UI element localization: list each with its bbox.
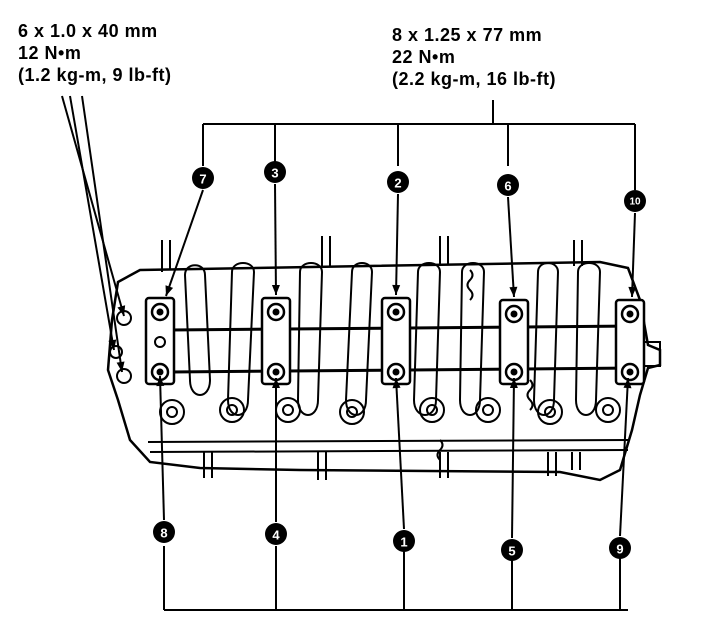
rocker-shaft-caps: [144, 296, 646, 386]
sequence-badge: 5: [501, 539, 523, 561]
large-bolt-torque: 22 N•m: [392, 47, 456, 67]
bolt-head: [386, 302, 406, 322]
leader-line: [159, 375, 165, 521]
bolt-head: [620, 304, 640, 324]
bolt-head: [154, 336, 166, 348]
arrowhead: [392, 284, 401, 295]
arrowhead: [116, 361, 125, 372]
leader-line: [631, 212, 636, 298]
arrowhead: [392, 378, 401, 389]
sequence-badge: 1: [393, 530, 415, 552]
small-bolt-size: 6 x 1.0 x 40 mm: [18, 21, 158, 41]
leader-line: [395, 193, 399, 296]
sequence-number: 8: [160, 526, 167, 541]
arrowhead: [272, 378, 280, 388]
arrowhead: [108, 339, 117, 350]
sequence-number: 5: [508, 544, 515, 559]
arrowhead: [165, 285, 174, 296]
bolt-markers: [150, 302, 640, 382]
sequence-number: 3: [271, 166, 278, 181]
sequence-badge: 8: [153, 521, 175, 543]
large-bolt-size: 8 x 1.25 x 77 mm: [392, 25, 543, 45]
bolt-head: [266, 362, 286, 382]
small-bolt-torque: 12 N•m: [18, 43, 82, 63]
bolt-head: [504, 362, 524, 382]
leader-line: [507, 196, 515, 298]
small-bolt-leader: [61, 95, 125, 317]
small-bolt-torque-alt: (1.2 kg-m, 9 lb-ft): [18, 65, 172, 85]
bolt-head: [386, 362, 406, 382]
sequence-badge: 4: [265, 523, 287, 545]
bolt-head: [504, 304, 524, 324]
bolt-head: [266, 302, 286, 322]
arrowhead: [271, 284, 280, 295]
sequence-badge: 6: [497, 174, 519, 196]
large-bolt-spec: 8 x 1.25 x 77 mm 22 N•m (2.2 kg-m, 16 lb…: [392, 24, 556, 90]
small-bolt-leader: [81, 95, 123, 373]
sequence-badge: 3: [264, 161, 286, 183]
bolt-head: [150, 302, 170, 322]
arrowhead: [509, 378, 518, 389]
sequence-badge: 7: [192, 167, 214, 189]
arrowhead: [509, 286, 518, 297]
leader-line: [165, 189, 204, 297]
sequence-number: 2: [394, 176, 401, 191]
sequence-badge: 10: [624, 190, 646, 212]
small-bolt-leader: [69, 95, 115, 351]
small-bolt-spec: 6 x 1.0 x 40 mm 12 N•m (1.2 kg-m, 9 lb-f…: [18, 20, 172, 86]
large-bolt-torque-alt: (2.2 kg-m, 16 lb-ft): [392, 69, 557, 89]
sequence-number: 7: [199, 172, 206, 187]
arrowhead: [117, 305, 126, 316]
arrowhead: [628, 286, 637, 297]
sequence-number: 10: [629, 197, 641, 208]
sequence-number: 6: [504, 179, 511, 194]
callout-lines: [61, 95, 637, 611]
arrowhead: [623, 378, 632, 389]
leader-line: [274, 183, 277, 296]
sequence-badge: 9: [609, 537, 631, 559]
sequence-badge: 2: [387, 171, 409, 193]
leader-line: [395, 377, 405, 530]
bolt-head: [150, 362, 170, 382]
leader-line: [619, 377, 629, 537]
sequence-number: 4: [272, 528, 280, 543]
arrowhead: [156, 376, 165, 387]
sequence-number: 9: [616, 542, 623, 557]
sequence-number: 1: [400, 535, 407, 550]
bolt-head: [620, 362, 640, 382]
top-bracket: [203, 100, 635, 125]
leader-line: [511, 377, 515, 539]
sequence-badges: 7 3 2 6 10 8 4 1 5 9: [153, 161, 646, 561]
